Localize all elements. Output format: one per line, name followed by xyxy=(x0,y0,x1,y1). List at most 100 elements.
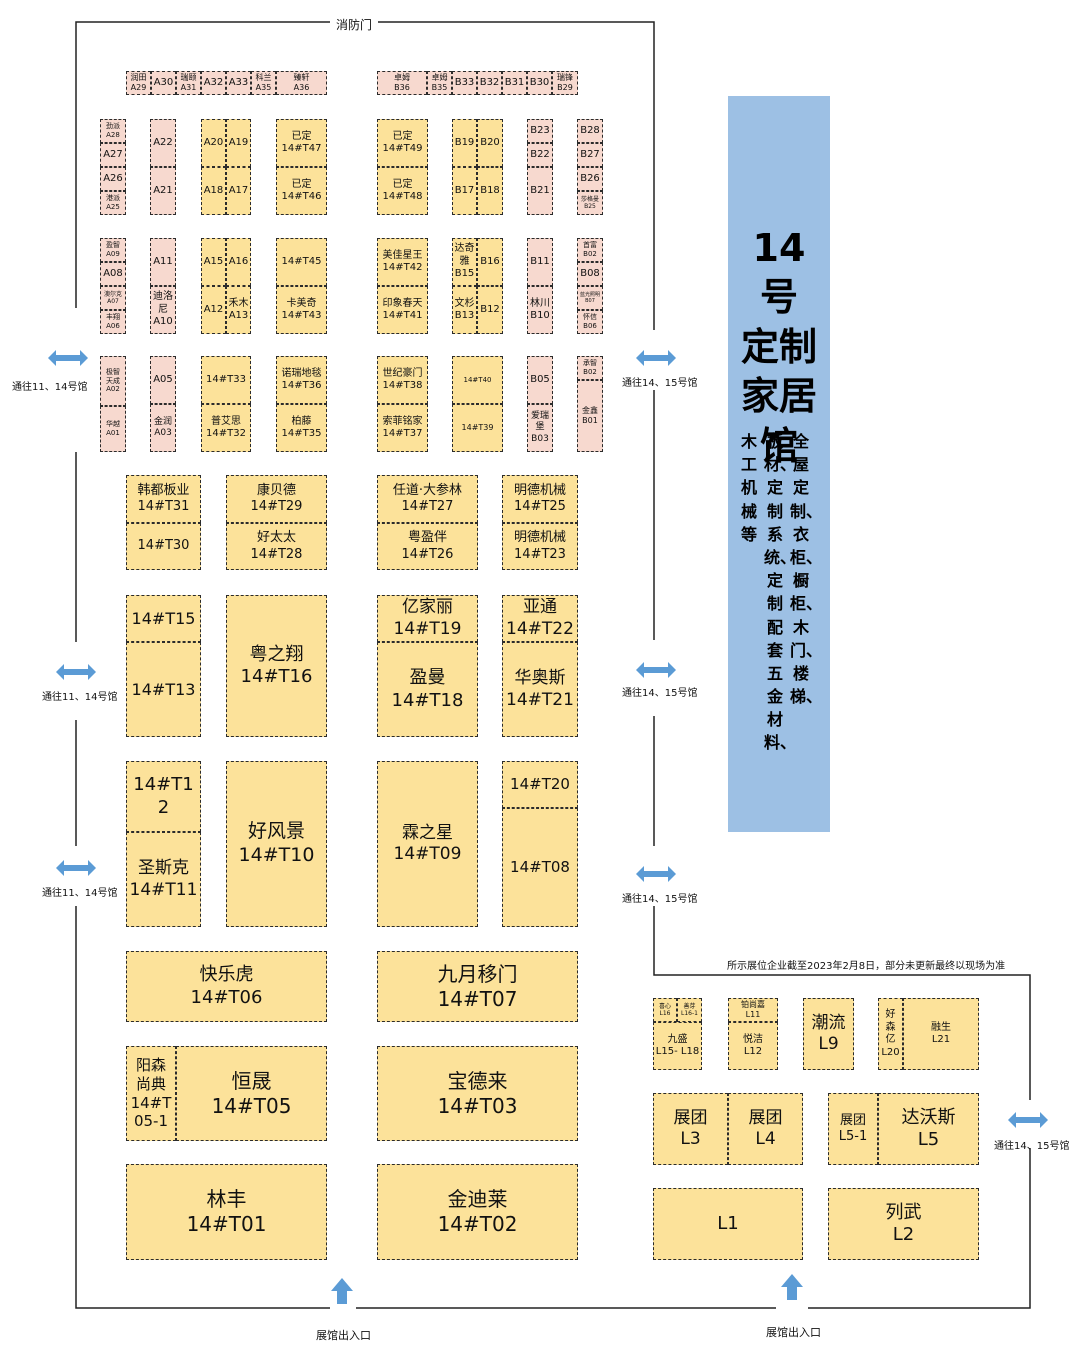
booth-col8-1: B27 xyxy=(577,143,603,167)
passage-label-right: 通往14、15号馆 xyxy=(994,1141,1070,1152)
booth-col3-2: A18 xyxy=(201,167,226,215)
booth-label: B20 xyxy=(480,136,500,148)
passage-label-right: 通往14、15号馆 xyxy=(622,378,698,389)
booth-label: 港派 A25 xyxy=(106,194,120,211)
booth-label: A33 xyxy=(228,76,249,88)
booth-label: A18 xyxy=(203,184,224,196)
up-arrow-icon xyxy=(331,1278,353,1304)
booth-label: 卡美奇 14#T43 xyxy=(281,297,322,322)
booth-label: A21 xyxy=(153,184,173,196)
booth-col2-0: A22 xyxy=(150,119,176,167)
booth-label: 14#T1 2 xyxy=(133,774,194,818)
booth-annex-2: 九盛 L15- L18 xyxy=(653,1022,702,1070)
booth-label: A19 xyxy=(228,136,249,148)
booth-label: 科兰 A35 xyxy=(255,73,272,92)
booth-label: 粤盈伴 14#T26 xyxy=(401,530,454,562)
booth-label: 莎格曼 B25 xyxy=(580,195,599,211)
booth-col8-3: 莎格曼 B25 xyxy=(577,191,603,215)
entrance-label: 展馆出入口 xyxy=(766,1326,821,1339)
booth-top-b-6: 瑞锋 B29 xyxy=(552,71,578,95)
booth-label: A17 xyxy=(228,184,249,196)
fire-door-label: 消防门 xyxy=(336,18,373,32)
double-arrow-icon xyxy=(1008,1112,1048,1128)
booth-col1-1: A27 xyxy=(100,143,126,167)
booth-col2-4: A05 xyxy=(150,356,176,404)
booth-label: 已定 14#T49 xyxy=(382,130,423,155)
booth-col1-7: 丰翔 A06 xyxy=(100,310,126,334)
booth-label: 美佳星王 14#T42 xyxy=(382,249,423,274)
booth-label: B27 xyxy=(580,148,600,160)
booth-top-a-0: 润田 A29 xyxy=(126,71,151,95)
booth-col6-0: B19 xyxy=(452,119,477,167)
booth-col7-5: B05 xyxy=(527,356,553,404)
booth-label: 韩都板业 14#T31 xyxy=(137,482,190,514)
double-arrow-icon xyxy=(636,866,676,882)
booth-col3-4: A15 xyxy=(201,238,226,286)
booth-mid-rows-1: 14#T30 xyxy=(126,523,201,570)
booth-label: A30 xyxy=(153,76,174,88)
booth-label: 14#T08 xyxy=(510,858,570,877)
booth-col8-9: 金鑫 B01 xyxy=(577,380,603,452)
booth-col8-8: 承智 B02 xyxy=(577,356,603,380)
booth-label: 金鑫 B01 xyxy=(582,406,598,425)
category-column-3: 木工机械等 xyxy=(740,432,757,544)
booth-label: B05 xyxy=(530,373,550,385)
booth-label: 亿家丽 14#T19 xyxy=(393,597,462,639)
booth-label: 铂尚嘉 L11 xyxy=(741,1000,765,1019)
booth-label: 柏藤 14#T35 xyxy=(281,415,322,440)
booth-top-b-2: B33 xyxy=(452,71,477,95)
booth-col7-3: B11 xyxy=(527,238,553,286)
hall-title-panel: 14 号 定制 家居 馆 全屋定制、衣柜、橱柜、木门、楼梯、 板材、定制系统、定… xyxy=(728,96,830,832)
booth-label: 粤之翔 14#T16 xyxy=(240,643,313,688)
booth-col3-0: A20 xyxy=(201,119,226,167)
booth-col4-5: 柏藤 14#T35 xyxy=(276,404,327,452)
booth-label: A05 xyxy=(153,373,173,385)
booth-label: 普艾思 14#T32 xyxy=(206,415,246,440)
booth-top-a-2: 瑞颐 A31 xyxy=(176,71,201,95)
booth-label: 卓姆 B35 xyxy=(431,73,448,92)
booth-col1-2: A26 xyxy=(100,167,126,191)
passage-label-left: 通往11、14号馆 xyxy=(42,888,118,899)
booth-label: 圣斯克 14#T11 xyxy=(129,858,198,900)
booth-label: 明德机械 14#T23 xyxy=(513,530,566,562)
booth-label: 盈曼 14#T18 xyxy=(391,667,464,711)
booth-big3-3: 恒晟 14#T05 xyxy=(176,1046,327,1141)
booth-label: A22 xyxy=(153,136,173,148)
booth-annex-13: 列武 L2 xyxy=(828,1188,979,1260)
booth-big1-0: 14#T15 xyxy=(126,595,201,642)
booth-col7-1: B22 xyxy=(527,143,553,167)
booth-col6-6: 文杉 B13 xyxy=(452,286,477,334)
booth-big1-2: 粤之翔 14#T16 xyxy=(226,595,327,737)
booth-label: 宝德来 14#T03 xyxy=(437,1068,518,1118)
booth-col6-8: 14#T40 xyxy=(452,356,503,404)
booth-top-a-1: A30 xyxy=(151,71,176,95)
booth-label: 卓姆 B36 xyxy=(394,73,410,92)
booth-top-a-4: A33 xyxy=(226,71,251,95)
booth-annex-4: 悦洁 L12 xyxy=(728,1022,778,1070)
booth-label: 好风景 14#T10 xyxy=(238,820,315,866)
booth-label: 展团 L4 xyxy=(748,1107,783,1149)
booth-annex-12: L1 xyxy=(653,1188,803,1260)
booth-col4-3: 卡美奇 14#T43 xyxy=(276,286,327,334)
booth-col1-6: 澳尔克 A07 xyxy=(100,286,126,310)
booth-top-b-4: B31 xyxy=(502,71,527,95)
booth-col5-4: 世纪豪门 14#T38 xyxy=(377,356,428,404)
booth-col1-0: 劲派 A28 xyxy=(100,119,126,143)
booth-col8-7: 怀信 B06 xyxy=(577,310,603,334)
booth-label: B08 xyxy=(580,267,600,279)
booth-label: 达沃斯 L5 xyxy=(901,1106,956,1151)
booth-label: B16 xyxy=(480,255,500,267)
booth-col7-2: B21 xyxy=(527,167,553,215)
booth-big2-5: 14#T08 xyxy=(502,808,578,927)
booth-annex-8: 展团 L3 xyxy=(653,1093,728,1165)
booth-big3-2: 阳森 尚典 14#T 05-1 xyxy=(126,1046,176,1141)
booth-big2-0: 14#T1 2 xyxy=(126,761,201,832)
booth-col7-0: B23 xyxy=(527,119,553,143)
booth-top-a-6: 臻轩 A36 xyxy=(276,71,327,95)
booth-col5-2: 美佳星王 14#T42 xyxy=(377,238,428,286)
booth-annex-9: 展团 L4 xyxy=(728,1093,803,1165)
booth-label: 14#T20 xyxy=(510,775,570,794)
booth-col4-1: 已定 14#T46 xyxy=(276,167,327,215)
booth-label: 任道·大参林 14#T27 xyxy=(392,482,463,514)
